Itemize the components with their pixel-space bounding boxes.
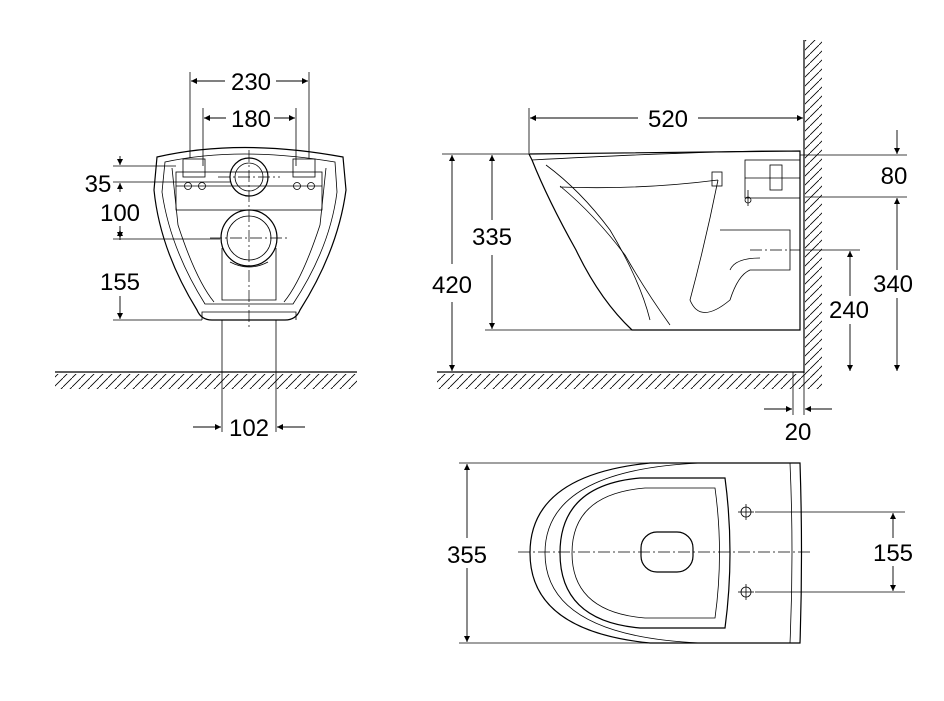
dim-side-20: 20: [764, 373, 832, 446]
dim-front-180: 180: [202, 106, 297, 166]
front-bowl-inner-shell: [161, 153, 338, 305]
label-100: 100: [100, 200, 140, 227]
label-420: 420: [432, 272, 472, 299]
dim-side-240: 240: [805, 249, 869, 371]
dim-front-102: 102: [193, 320, 305, 442]
label-355: 355: [447, 542, 487, 569]
label-240: 240: [829, 297, 869, 324]
front-view: 230 180 35 100 155: [55, 69, 357, 442]
label-155-top: 155: [873, 540, 913, 567]
dim-side-340: 340: [873, 198, 913, 371]
dim-front-vertical: 35 100 155: [85, 156, 230, 321]
front-bowl-outline: [153, 146, 347, 321]
dim-side-80: 80: [800, 130, 908, 198]
label-335: 335: [472, 224, 512, 251]
label-340: 340: [873, 271, 913, 298]
side-bowl-outline: [528, 150, 801, 331]
side-view: 520 335 420 80 340: [432, 40, 913, 446]
label-35: 35: [85, 171, 112, 198]
top-bowl-outline: [529, 462, 803, 644]
side-mounting-bracket: [711, 159, 801, 206]
label-180: 180: [231, 106, 271, 133]
dim-top-155: 155: [755, 511, 913, 593]
label-20: 20: [785, 419, 812, 446]
dim-side-520: 520: [528, 106, 803, 153]
dim-top-355: 355: [447, 462, 650, 644]
label-80: 80: [881, 163, 908, 190]
top-view: 355 155: [447, 462, 913, 644]
label-520: 520: [648, 106, 688, 133]
label-155-front: 155: [100, 269, 140, 296]
floor-front: [55, 371, 357, 389]
top-bolt-holes: [738, 504, 754, 600]
dim-front-230: 230: [189, 69, 310, 158]
wall-side: [803, 40, 822, 375]
dim-side-heights: 335 420: [432, 153, 632, 371]
floor-side: [437, 371, 822, 415]
top-bowl-opening: [559, 477, 731, 629]
label-230: 230: [231, 69, 271, 96]
label-102: 102: [229, 415, 269, 442]
